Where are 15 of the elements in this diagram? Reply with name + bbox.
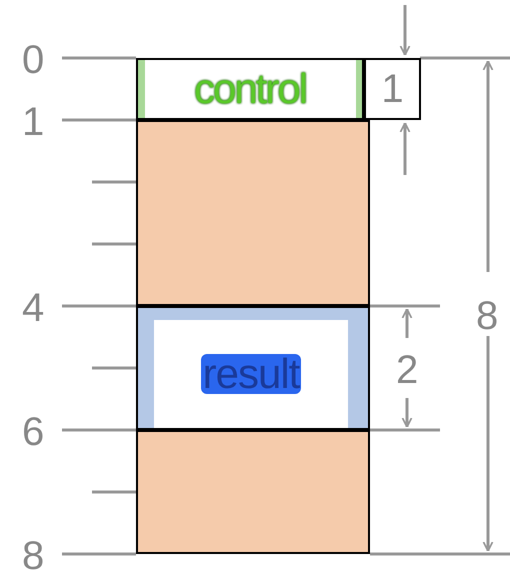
scale-number: 1	[22, 102, 44, 142]
memory-block	[136, 58, 364, 120]
scale-number: 8	[22, 536, 44, 573]
dimension-value: 2	[396, 350, 418, 390]
block-label: control	[194, 65, 306, 113]
memory-block	[136, 306, 370, 430]
size-box	[364, 58, 421, 120]
memory-block	[136, 430, 370, 554]
block-label: result	[200, 354, 302, 394]
scale-number: 0	[22, 40, 44, 80]
scale-number: 4	[22, 288, 44, 328]
dimension-value: 8	[476, 296, 498, 336]
scale-number: 6	[22, 412, 44, 452]
size-label: 1	[381, 66, 404, 112]
memory-block	[136, 120, 370, 306]
